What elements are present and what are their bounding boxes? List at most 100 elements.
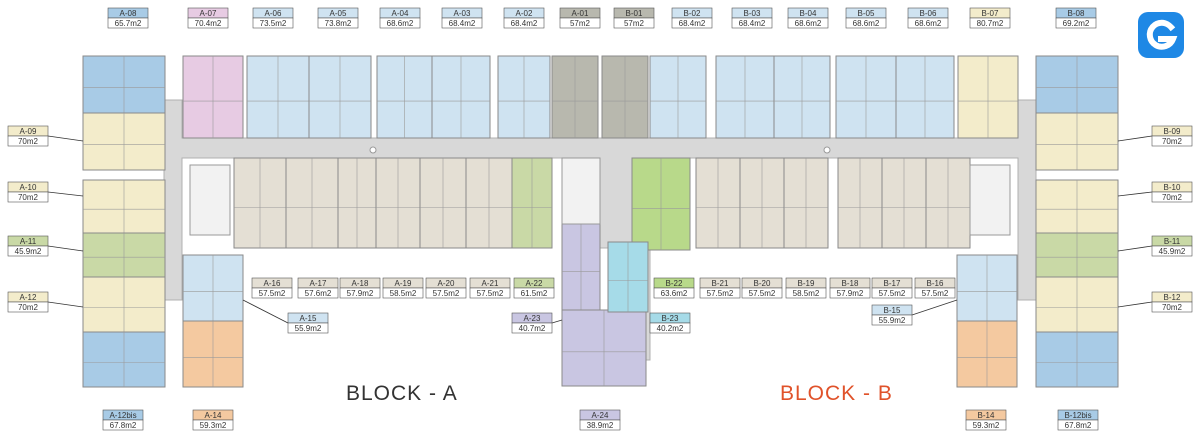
unit-area: 57.5m2	[433, 289, 460, 298]
unit-area: 58.5m2	[793, 289, 820, 298]
tag-body	[613, 17, 655, 29]
tag-body	[425, 287, 467, 299]
tag-body	[102, 419, 144, 431]
room-lines	[286, 158, 338, 248]
tag-body	[965, 419, 1007, 431]
unit-area: 68.4m2	[511, 19, 538, 28]
tag-body	[7, 245, 49, 257]
room-lines	[650, 56, 706, 138]
unit-name: B-20	[754, 279, 771, 288]
tag-body	[845, 17, 887, 29]
unit-name: B-10	[1164, 183, 1181, 192]
unit-area: 69.2m2	[1063, 19, 1090, 28]
room-lines	[774, 56, 830, 138]
room-lines	[1036, 180, 1118, 233]
tag-body	[649, 322, 691, 334]
unit-name: A-04	[392, 9, 409, 18]
block-a-label: BLOCK - A	[346, 382, 458, 405]
tag-body	[1151, 245, 1193, 257]
unit-name: A-14	[205, 411, 222, 420]
tag-body	[251, 287, 293, 299]
room-lines	[83, 56, 165, 113]
unit-area: 70m2	[18, 193, 39, 202]
room-lines	[466, 158, 512, 248]
unit-area: 57.5m2	[922, 289, 949, 298]
unit-area: 67.8m2	[110, 421, 137, 430]
unit-name: B-18	[842, 279, 859, 288]
unit-name: A-10	[20, 183, 37, 192]
room-lines	[309, 56, 371, 138]
tag-body	[107, 17, 149, 29]
unit-area: 57.9m2	[837, 289, 864, 298]
unit-name: A-19	[395, 279, 412, 288]
unit-name: B-11	[1164, 237, 1181, 246]
room-lines	[784, 158, 828, 248]
room-lines	[83, 113, 165, 170]
unit-area: 73.5m2	[260, 19, 287, 28]
room-lines	[1036, 332, 1118, 387]
room-lines	[183, 321, 243, 387]
room-lines	[1036, 233, 1118, 277]
room-lines	[608, 242, 648, 312]
room-lines	[552, 56, 598, 138]
unit-name: B-15	[884, 306, 901, 315]
leader-line	[47, 245, 84, 252]
unit-name: B-17	[884, 279, 901, 288]
unit-area: 65.7m2	[115, 19, 142, 28]
tag-body	[871, 314, 913, 326]
unit-area: 68.4m2	[679, 19, 706, 28]
unit-area: 68.6m2	[853, 19, 880, 28]
tag-body	[192, 419, 234, 431]
unit-name: B-08	[1068, 9, 1085, 18]
